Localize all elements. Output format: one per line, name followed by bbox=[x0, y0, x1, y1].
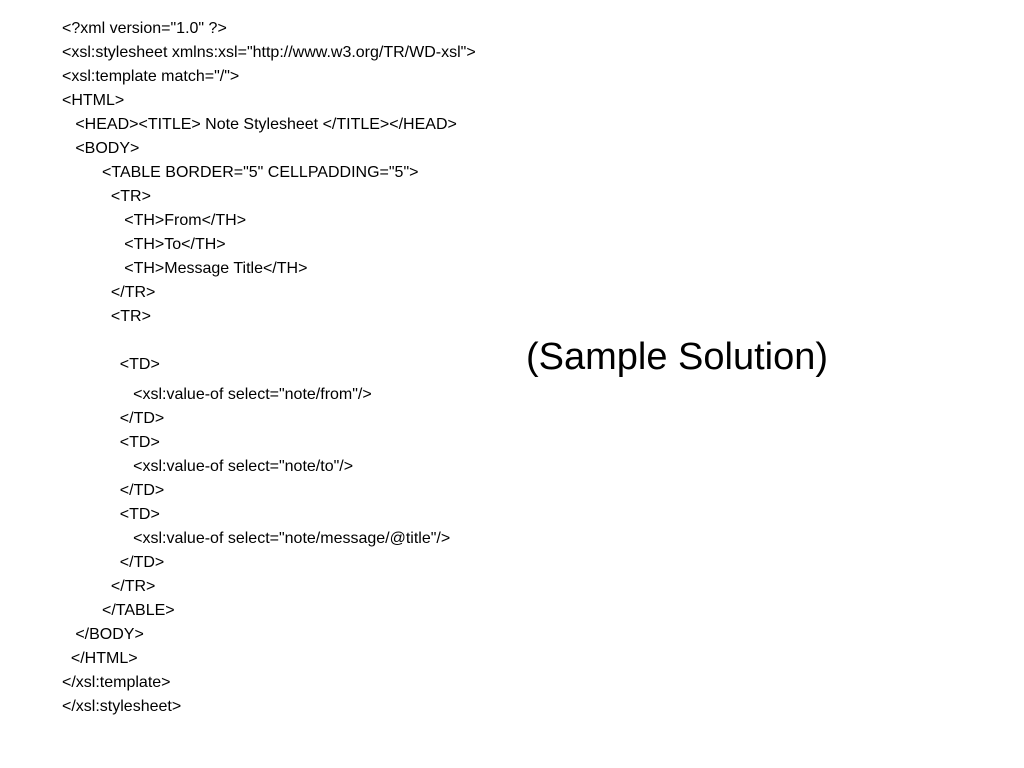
code-line: <TD> bbox=[62, 506, 160, 523]
sample-solution-label: (Sample Solution) bbox=[526, 336, 829, 378]
code-line: </TD> bbox=[62, 410, 165, 427]
code-line: <?xml version="1.0" ?> bbox=[62, 20, 227, 37]
code-line: </TD> bbox=[62, 482, 165, 499]
code-line: <TH>To</TH> bbox=[62, 236, 226, 253]
code-line: </xsl:stylesheet> bbox=[62, 698, 182, 715]
code-line: <xsl:value-of select="note/message/@titl… bbox=[62, 530, 451, 547]
code-line: </BODY> bbox=[62, 626, 144, 643]
code-line: <TABLE BORDER="5" CELLPADDING="5"> bbox=[62, 164, 419, 181]
code-line: <xsl:value-of select="note/to"/> bbox=[62, 458, 354, 475]
code-line: <TR> bbox=[62, 188, 151, 205]
code-line: </TABLE> bbox=[62, 602, 175, 619]
code-line: </TD> bbox=[62, 554, 165, 571]
code-line: <TD> bbox=[62, 434, 160, 451]
code-line: <xsl:value-of select="note/from"/> bbox=[62, 386, 372, 403]
code-line: <TD> bbox=[62, 356, 160, 373]
code-line: <BODY> bbox=[62, 140, 140, 157]
code-line: <TR> bbox=[62, 308, 151, 325]
code-line: <TH>From</TH> bbox=[62, 212, 247, 229]
code-line: <TH>Message Title</TH> bbox=[62, 260, 308, 277]
code-line: </TR> bbox=[62, 284, 156, 301]
code-line: <xsl:stylesheet xmlns:xsl="http://www.w3… bbox=[62, 44, 476, 61]
code-line: </HTML> bbox=[62, 650, 138, 667]
code-line: <HTML> bbox=[62, 92, 125, 109]
code-line: </TR> bbox=[62, 578, 156, 595]
code-line: <xsl:template match="/"> bbox=[62, 68, 240, 85]
code-line: </xsl:template> bbox=[62, 674, 171, 691]
code-line: <HEAD><TITLE> Note Stylesheet </TITLE></… bbox=[62, 116, 457, 133]
